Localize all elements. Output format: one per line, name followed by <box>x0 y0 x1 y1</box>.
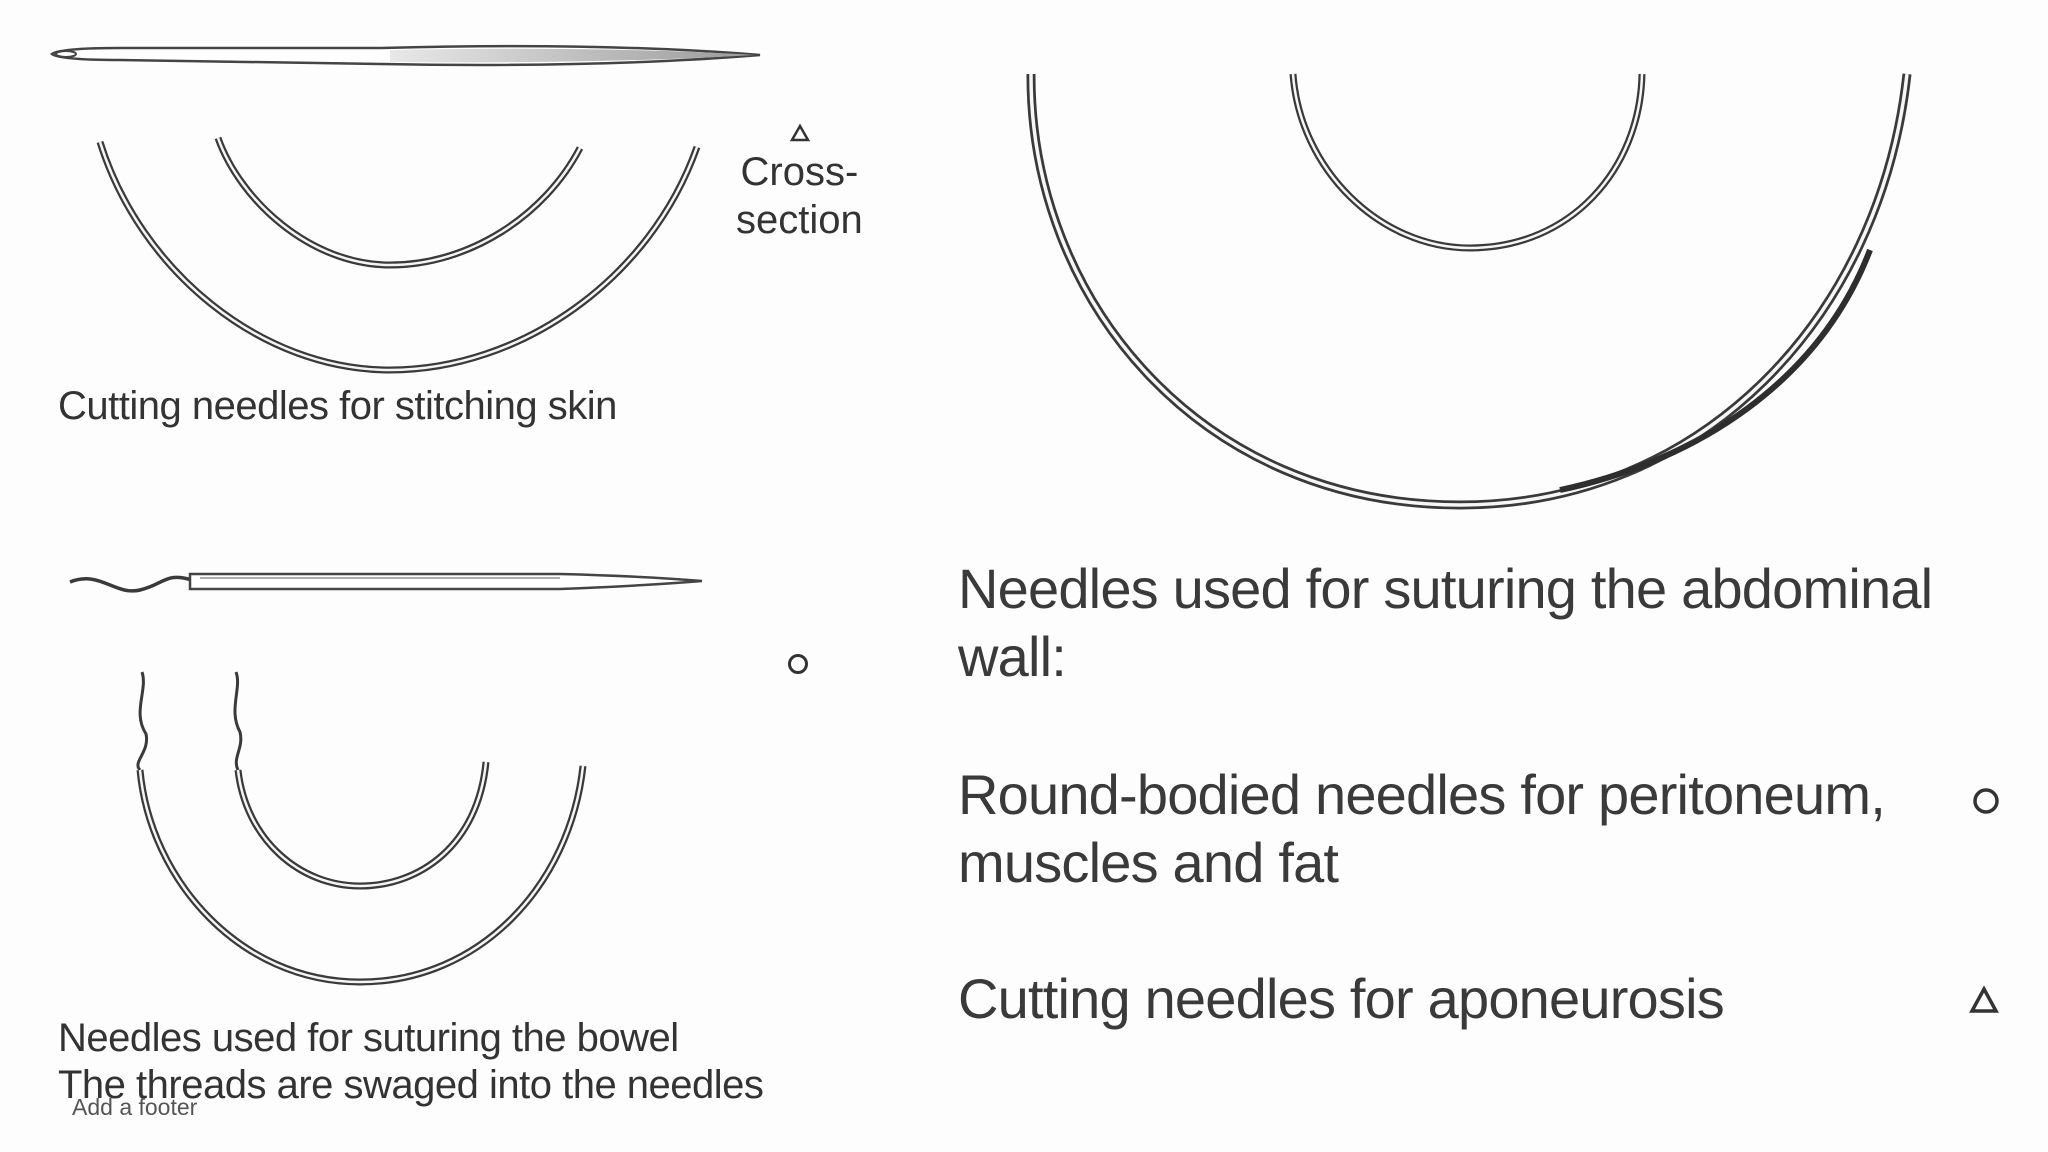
abdominal-wall-heading-line2: wall: <box>958 625 1067 688</box>
straight-round-needle-with-thread <box>69 572 703 593</box>
round-bodied-needles-line1: Round-bodied needles for peritoneum, <box>958 763 1886 826</box>
footer-placeholder[interactable]: Add a footer <box>72 1094 198 1120</box>
straight-cutting-needle <box>49 44 761 67</box>
curved-cutting-needle-large <box>96 140 701 374</box>
skin-needles-caption: Cutting needles for stitching skin <box>58 384 617 428</box>
cutting-needles-aponeurosis: Cutting needles for aponeurosis <box>958 967 1725 1030</box>
triangle-icon <box>1969 985 1999 1013</box>
curved-cutting-needle-small <box>214 136 584 269</box>
circle-icon <box>1973 788 1999 814</box>
cross-section-label: Cross- section <box>736 148 863 244</box>
curved-round-needle-small <box>233 671 490 890</box>
triangle-icon <box>789 123 811 142</box>
cross-section-line2: section <box>736 198 863 242</box>
abdominal-wall-heading-line1: Needles used for suturing the abdominal <box>958 557 1933 620</box>
bowel-needles-caption-line2: The threads are swaged into the needles <box>58 1063 764 1107</box>
round-bodied-needles-line2: muscles and fat <box>958 831 1339 894</box>
circle-icon <box>788 654 808 674</box>
curved-round-needle-large <box>136 671 587 986</box>
bowel-needles-caption-line1: Needles used for suturing the bowel <box>58 1016 679 1060</box>
cross-section-line1: Cross- <box>740 150 859 194</box>
curved-needle-abdominal-small <box>1289 73 1646 252</box>
curved-needle-abdominal-large <box>1026 73 1912 510</box>
